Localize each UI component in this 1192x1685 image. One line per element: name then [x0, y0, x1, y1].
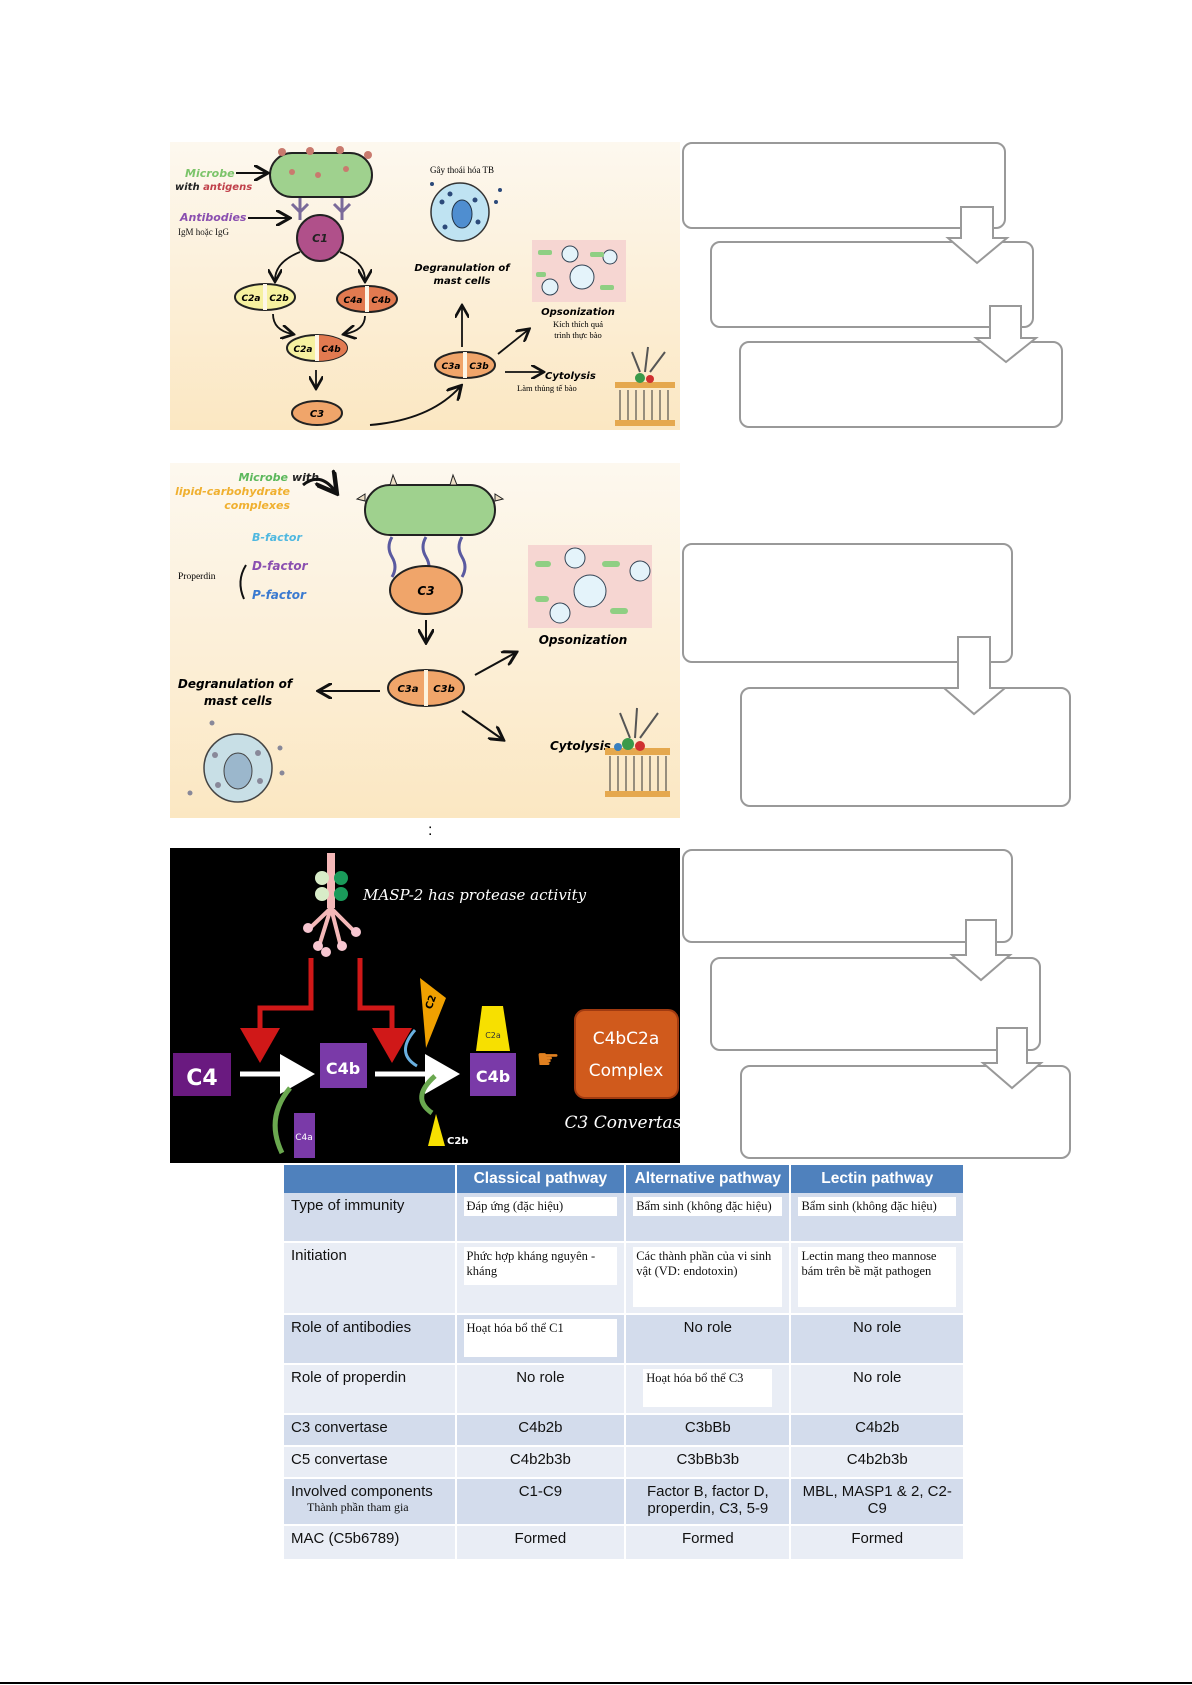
c2a-c2b-pair: C2a C2b [234, 283, 296, 311]
svg-text:C4b: C4b [326, 1059, 360, 1078]
svg-text:trình thực bào: trình thực bào [554, 330, 602, 340]
svg-text:mast cells: mast cells [434, 276, 491, 287]
flow-box [740, 687, 1071, 807]
flow-box [740, 1065, 1071, 1159]
flow-box [739, 341, 1063, 428]
svg-text:C3 Convertase: C3 Convertase [565, 1113, 680, 1133]
header-lectin: Lectin pathway [790, 1165, 965, 1193]
flow-box [682, 142, 1006, 229]
svg-text:C4a: C4a [295, 1133, 313, 1143]
svg-text:Degranulation of: Degranulation of [178, 677, 294, 691]
table-header-row: Classical pathway Alternative pathway Le… [284, 1165, 965, 1193]
svg-text:Opsonization: Opsonization [539, 633, 628, 647]
svg-text:C2b: C2b [269, 294, 289, 304]
c3a-c3b-pair: C3a C3b [434, 351, 496, 379]
svg-text:C2a: C2a [485, 1031, 501, 1040]
svg-text:with antigens: with antigens [175, 182, 252, 193]
lectin-pathway-figure: MASP-2 has protease activity C4 C4b C4a … [170, 848, 680, 1163]
svg-text:Properdin: Properdin [178, 572, 216, 582]
c4a-c4b-pair: C4a C4b [336, 285, 398, 313]
svg-text:Kích thích quá: Kích thích quá [553, 319, 603, 329]
svg-text:C4: C4 [186, 1066, 217, 1091]
svg-text:lipid-carbohydrate: lipid-carbohydrate [175, 485, 290, 498]
svg-text:C3: C3 [310, 409, 324, 420]
membrane-icon [615, 346, 675, 426]
flow-box [682, 849, 1013, 943]
down-arrow-icon [973, 305, 1039, 364]
page-bottom-rule [0, 1682, 1192, 1684]
svg-text:C2b: C2b [447, 1136, 468, 1147]
svg-text:Microbe: Microbe [238, 471, 288, 484]
svg-text:Complex: Complex [589, 1061, 664, 1081]
c2a-c4b-pair: C2a C4b [286, 334, 348, 362]
svg-text:C3a: C3a [397, 684, 418, 695]
svg-text:Cytolysis: Cytolysis [550, 739, 611, 753]
pathway-comparison-table: Classical pathway Alternative pathway Le… [284, 1165, 965, 1561]
svg-text:Cytolysis: Cytolysis [545, 371, 596, 382]
svg-text:C2a: C2a [294, 345, 313, 355]
svg-text:C3b: C3b [469, 362, 489, 372]
svg-text:complexes: complexes [224, 499, 290, 512]
down-arrow-icon [949, 919, 1013, 982]
classical-pathway-figure: Microbe with antigens Antibodies IgM hoặ… [170, 142, 680, 430]
down-arrow-icon [980, 1027, 1044, 1090]
alternative-pathway-figure: Microbe with lipid-carbohydrate complexe… [170, 463, 680, 818]
table-row: Role of antibodies Hoạt hóa bổ thể C1 No… [284, 1314, 965, 1365]
svg-text:IgM hoặc IgG: IgM hoặc IgG [178, 227, 229, 237]
masp-label: MASP-2 has protease activity [362, 886, 587, 904]
mbl-masp-icon [303, 853, 361, 957]
svg-text:C4a: C4a [344, 296, 363, 306]
svg-text:C2: C2 [424, 994, 439, 1011]
svg-text:P-factor: P-factor [252, 588, 307, 602]
flow-box [710, 957, 1041, 1051]
svg-text:C1: C1 [312, 232, 328, 245]
down-arrow-icon [941, 636, 1008, 716]
flow-box [710, 241, 1034, 328]
antibodies-label: Antibodies [179, 211, 247, 224]
svg-text:C3a: C3a [442, 362, 461, 372]
svg-text:Gây thoái hóa TB: Gây thoái hóa TB [430, 165, 494, 175]
header-classical: Classical pathway [455, 1165, 627, 1193]
svg-text:C4bC2a: C4bC2a [593, 1029, 660, 1049]
flow-box [682, 543, 1013, 663]
table-row: C5 convertase C4b2b3b C3bBb3b C4b2b3b [284, 1446, 965, 1479]
svg-text:Opsonization: Opsonization [541, 307, 615, 318]
svg-text:C4b: C4b [371, 296, 391, 306]
microbe-label: Microbe [185, 167, 235, 180]
table-row: Initiation Phức hợp kháng nguyên - kháng… [284, 1242, 965, 1315]
colon-text: : [428, 822, 433, 839]
table-row: C3 convertase C4b2b C3bBb C4b2b [284, 1414, 965, 1447]
svg-text:C3b: C3b [433, 684, 454, 695]
svg-text:C4b: C4b [476, 1067, 510, 1086]
header-alternative: Alternative pathway [625, 1165, 792, 1193]
table-row: MAC (C5b6789) Formed Formed Formed [284, 1525, 965, 1561]
svg-text:Làm thủng tế bào: Làm thủng tế bào [517, 383, 577, 393]
down-arrow-icon [945, 206, 1010, 265]
svg-text:Degranulation of: Degranulation of [414, 263, 511, 274]
pointing-hand-icon: ☛ [536, 1045, 559, 1075]
table-row: Type of immunity Đáp ứng (đặc hiệu) Bẩm … [284, 1193, 965, 1243]
svg-text:mast cells: mast cells [204, 694, 272, 708]
table-row: Role of properdin No role Hoạt hóa bổ th… [284, 1364, 965, 1415]
svg-text:D-factor: D-factor [252, 559, 309, 573]
opsonization-image [532, 240, 626, 302]
mast-cell-icon [430, 182, 502, 242]
svg-text:C3: C3 [417, 584, 434, 598]
svg-text:B-factor: B-factor [252, 531, 302, 544]
svg-text:C4b: C4b [321, 345, 341, 355]
svg-text:C2a: C2a [242, 294, 261, 304]
